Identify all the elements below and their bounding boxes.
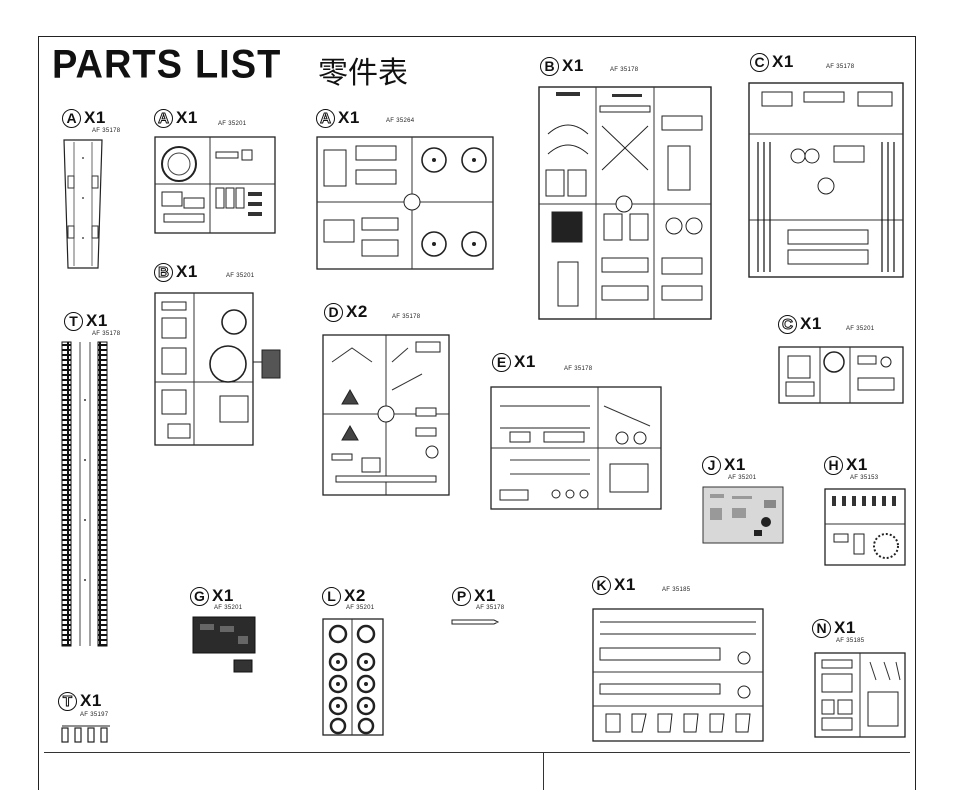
label-sprue-j-35201: J X1 bbox=[702, 455, 746, 475]
label-sprue-c-35201: C X1 bbox=[778, 314, 822, 334]
label-sprue-a-35264: A X1 bbox=[316, 108, 360, 128]
sprue-e-35178-drawing bbox=[490, 386, 662, 510]
label-sprue-a-35201: A X1 bbox=[154, 108, 198, 128]
label-sprue-e-35178: E X1 bbox=[492, 352, 536, 372]
sprue-quantity: X2 bbox=[346, 302, 368, 321]
sprue-code: AF 35178 bbox=[92, 331, 121, 337]
sprue-quantity: X1 bbox=[562, 56, 584, 75]
sprue-letter-badge: L bbox=[322, 586, 341, 606]
title-word-parts: PARTS bbox=[52, 42, 183, 88]
page-frame bbox=[38, 36, 916, 790]
sprue-quantity: X1 bbox=[474, 586, 496, 605]
sprue-quantity: X1 bbox=[212, 586, 234, 605]
sprue-letter-badge: A bbox=[154, 108, 173, 128]
sprue-quantity: X1 bbox=[176, 108, 198, 127]
label-sprue-g-35201: G X1 bbox=[190, 586, 234, 606]
sprue-quantity: X1 bbox=[772, 52, 794, 71]
sprue-b-35178-drawing bbox=[538, 86, 712, 320]
sprue-code: AF 35178 bbox=[476, 605, 505, 611]
sprue-letter-badge: A bbox=[316, 108, 335, 128]
sprue-code: AF 35201 bbox=[346, 605, 375, 611]
sprue-letter-badge: G bbox=[190, 586, 209, 606]
sprue-quantity: X2 bbox=[344, 586, 366, 605]
sprue-letter-badge: E bbox=[492, 352, 511, 372]
sprue-p-35178-drawing bbox=[451, 619, 500, 625]
sprue-d-35178-drawing bbox=[322, 334, 450, 496]
sprue-code: AF 35178 bbox=[564, 366, 593, 372]
sprue-n-35185-drawing bbox=[814, 652, 906, 738]
title-word-list: LIST bbox=[194, 42, 282, 88]
sprue-quantity: X1 bbox=[800, 314, 822, 333]
sprue-j-35201-drawing bbox=[702, 486, 784, 544]
sprue-quantity: X1 bbox=[834, 618, 856, 637]
label-sprue-h-35153: H X1 bbox=[824, 455, 868, 475]
sprue-code: AF 35264 bbox=[386, 118, 415, 124]
sprue-quantity: X1 bbox=[176, 262, 198, 281]
sprue-quantity: X1 bbox=[724, 455, 746, 474]
sprue-a-35178-drawing bbox=[63, 139, 103, 269]
sprue-code: AF 35201 bbox=[728, 475, 757, 481]
bottom-divider bbox=[543, 752, 544, 790]
sprue-code: AF 35185 bbox=[836, 638, 865, 644]
sprue-quantity: X1 bbox=[338, 108, 360, 127]
sprue-code: AF 35178 bbox=[392, 314, 421, 320]
sprue-letter-badge: J bbox=[702, 455, 721, 475]
sprue-code: AF 35178 bbox=[610, 67, 639, 73]
sprue-code: AF 35201 bbox=[226, 273, 255, 279]
label-sprue-d-35178: D X2 bbox=[324, 302, 368, 322]
sprue-b-35201-drawing bbox=[154, 292, 281, 446]
sprue-letter-badge: T bbox=[58, 691, 77, 711]
label-sprue-p-35178: P X1 bbox=[452, 586, 496, 606]
sprue-code: AF 35201 bbox=[214, 605, 243, 611]
sprue-letter-badge: C bbox=[750, 52, 769, 72]
sprue-code: AF 35153 bbox=[850, 475, 879, 481]
sprue-letter-badge: N bbox=[812, 618, 831, 638]
sprue-letter-badge: B bbox=[154, 262, 173, 282]
sprue-code: AF 35201 bbox=[218, 121, 247, 127]
label-sprue-b-35201: B X1 bbox=[154, 262, 198, 282]
sprue-t-35178-drawing bbox=[61, 341, 108, 647]
sprue-letter-badge: B bbox=[540, 56, 559, 76]
sprue-code: AF 35197 bbox=[80, 712, 109, 718]
label-sprue-t-35178: T X1 bbox=[64, 311, 108, 331]
label-sprue-b-35178: B X1 bbox=[540, 56, 584, 76]
sprue-letter-badge: P bbox=[452, 586, 471, 606]
sprue-t-35197-drawing bbox=[61, 725, 110, 743]
sprue-quantity: X1 bbox=[80, 691, 102, 710]
sprue-quantity: X1 bbox=[614, 575, 636, 594]
sprue-letter-badge: C bbox=[778, 314, 797, 334]
sprue-quantity: X1 bbox=[84, 108, 106, 127]
sprue-l-35201-drawing bbox=[322, 618, 384, 736]
sprue-quantity: X1 bbox=[514, 352, 536, 371]
sprue-letter-badge: D bbox=[324, 302, 343, 322]
label-sprue-k-35185: K X1 bbox=[592, 575, 636, 595]
sprue-code: AF 35185 bbox=[662, 587, 691, 593]
sprue-g-35201-drawing bbox=[192, 616, 256, 673]
page-title-chinese: 零件表 bbox=[318, 56, 408, 91]
sprue-quantity: X1 bbox=[846, 455, 868, 474]
label-sprue-l-35201: L X2 bbox=[322, 586, 366, 606]
sprue-code: AF 35178 bbox=[826, 64, 855, 70]
sprue-k-35185-drawing bbox=[592, 608, 764, 742]
sprue-h-35153-drawing bbox=[824, 488, 906, 566]
sprue-letter-badge: T bbox=[64, 311, 83, 331]
bottom-rule bbox=[44, 752, 910, 753]
sprue-c-35201-drawing bbox=[778, 346, 904, 404]
sprue-code: AF 35178 bbox=[92, 128, 121, 134]
sprue-quantity: X1 bbox=[86, 311, 108, 330]
sprue-code: AF 35201 bbox=[846, 326, 875, 332]
sprue-letter-badge: K bbox=[592, 575, 611, 595]
sprue-a-35264-drawing bbox=[316, 136, 494, 270]
label-sprue-c-35178: C X1 bbox=[750, 52, 794, 72]
label-sprue-n-35185: N X1 bbox=[812, 618, 856, 638]
sprue-letter-badge: H bbox=[824, 455, 843, 475]
label-sprue-a-35178: A X1 bbox=[62, 108, 106, 128]
sprue-letter-badge: A bbox=[62, 108, 81, 128]
label-sprue-t-35197: T X1 bbox=[58, 691, 102, 711]
sprue-a-35201-drawing bbox=[154, 136, 276, 234]
sprue-c-35178-drawing bbox=[748, 82, 904, 278]
